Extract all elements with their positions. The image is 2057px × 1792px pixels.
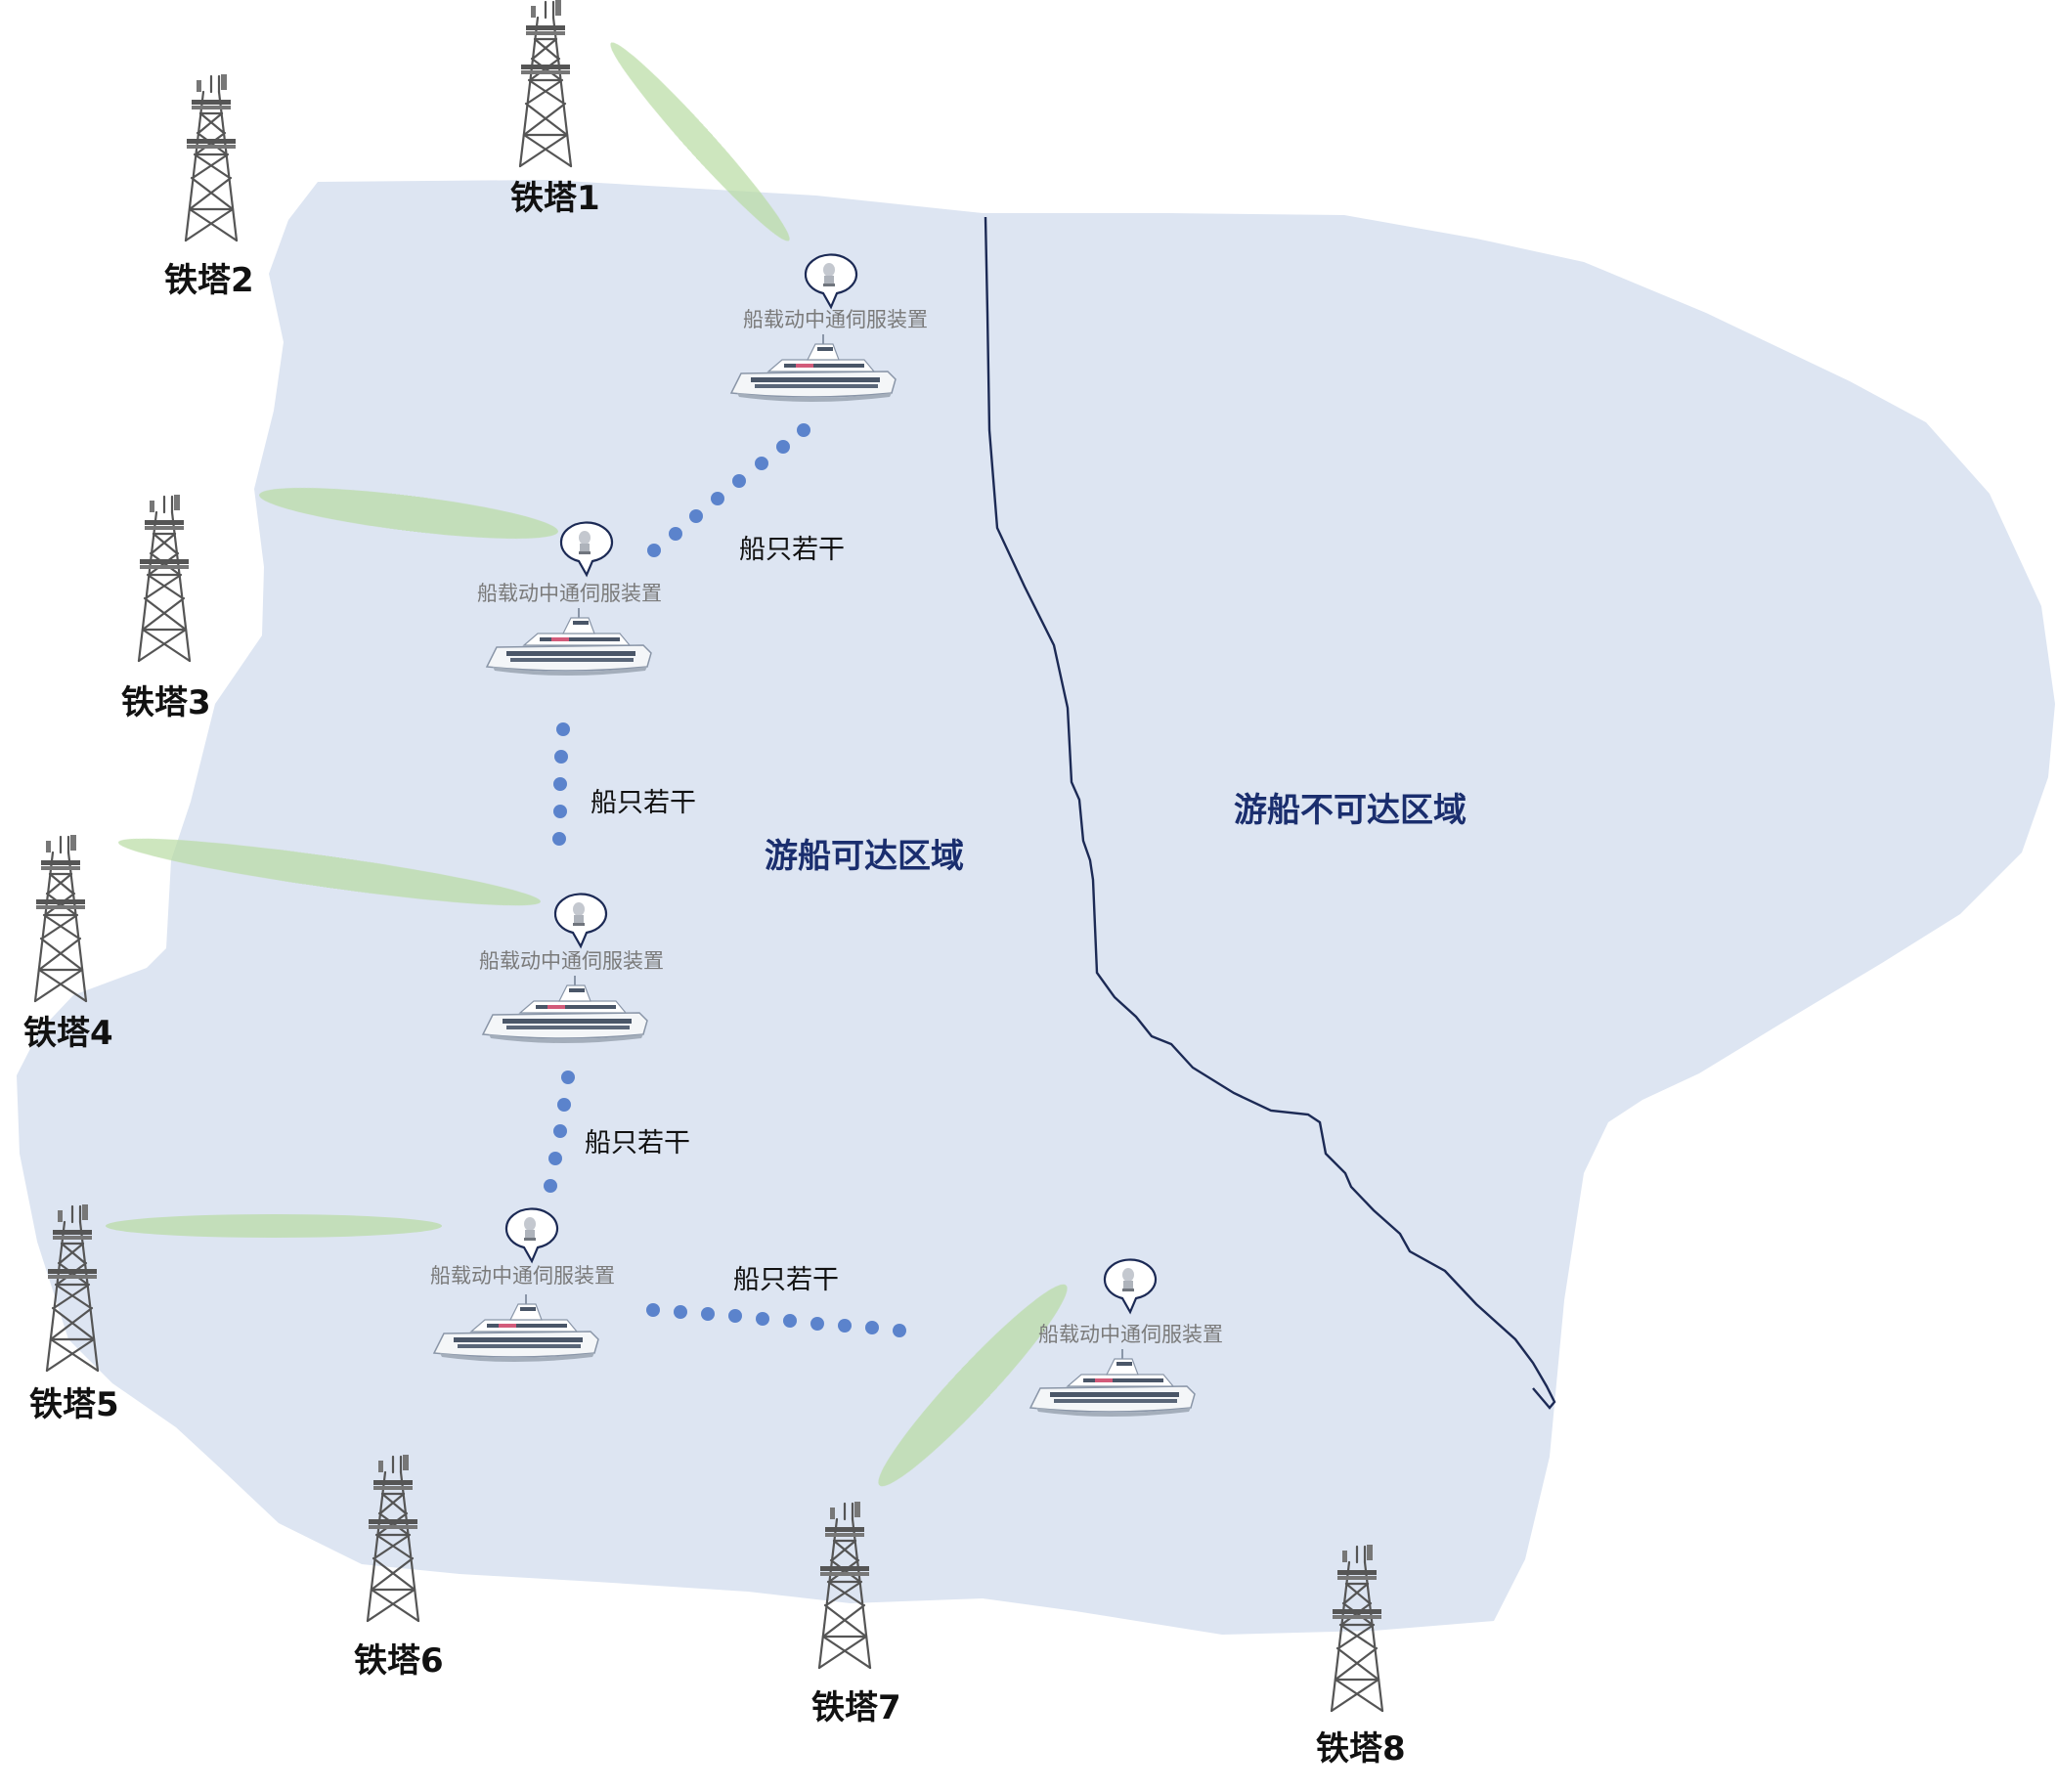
dots-group-4 [646, 1303, 906, 1337]
transmission-tower-icon [33, 833, 88, 1003]
tower-7: 铁塔7 [811, 1500, 901, 1727]
transmission-tower-icon [184, 72, 239, 242]
ship-3: 船载动中通伺服装置 [479, 893, 664, 1044]
beam-tower7-ship5 [878, 1284, 1068, 1487]
tower-1: 铁塔1 [510, 0, 600, 218]
ship-5: 船载动中通伺服装置 [1029, 1258, 1223, 1418]
tower-8: 铁塔8 [1316, 1543, 1406, 1769]
tower-label: 铁塔4 [23, 1014, 113, 1053]
tower-label: 铁塔7 [811, 1688, 901, 1727]
transmission-tower-icon [137, 493, 192, 663]
ship-group-dots [544, 423, 906, 1337]
beam-tower4-ship3 [118, 838, 541, 906]
tower-label: 铁塔5 [29, 1385, 119, 1424]
region-label-reachable: 游船可达区域 [765, 837, 964, 876]
ship-group-label-1: 船只若干 [739, 535, 845, 565]
tower-2: 铁塔2 [164, 72, 254, 300]
dots-group-3 [544, 1071, 575, 1193]
ship-1: 船载动中通伺服装置 [730, 253, 928, 403]
device-label: 船载动中通伺服装置 [430, 1264, 615, 1288]
ship-group-label-3: 船只若干 [585, 1128, 690, 1158]
tower-label: 铁塔2 [164, 261, 254, 300]
tower-4: 铁塔4 [23, 833, 113, 1053]
dots-group-2 [552, 722, 570, 846]
tower-label: 铁塔1 [510, 179, 600, 218]
region-boundary [984, 216, 1556, 1410]
device-label: 船载动中通伺服装置 [477, 582, 662, 605]
tower-6: 铁塔6 [354, 1453, 444, 1681]
beam-layer [106, 42, 1068, 1487]
tower-label: 铁塔3 [121, 683, 211, 722]
ship-group-label-4: 船只若干 [733, 1265, 839, 1295]
tower-3: 铁塔3 [121, 493, 211, 722]
tower-5: 铁塔5 [29, 1202, 119, 1424]
water-area [17, 180, 2055, 1635]
beam-tower1-ship1 [610, 42, 790, 241]
device-label: 船载动中通伺服装置 [743, 308, 928, 331]
region-label-unreachable: 游船不可达区域 [1234, 791, 1466, 830]
transmission-tower-icon [518, 0, 573, 168]
beam-tower5-ship4 [106, 1214, 442, 1238]
ship-group-label-2: 船只若干 [591, 788, 696, 818]
tower-label: 铁塔6 [354, 1641, 444, 1681]
device-label: 船载动中通伺服装置 [1038, 1323, 1223, 1346]
ship-4: 船载动中通伺服装置 [430, 1207, 615, 1363]
ship-2: 船载动中通伺服装置 [477, 521, 662, 677]
tower-label: 铁塔8 [1316, 1729, 1406, 1769]
beam-tower3-ship2 [259, 488, 558, 539]
device-label: 船载动中通伺服装置 [479, 949, 664, 973]
dots-group-1 [647, 423, 810, 557]
